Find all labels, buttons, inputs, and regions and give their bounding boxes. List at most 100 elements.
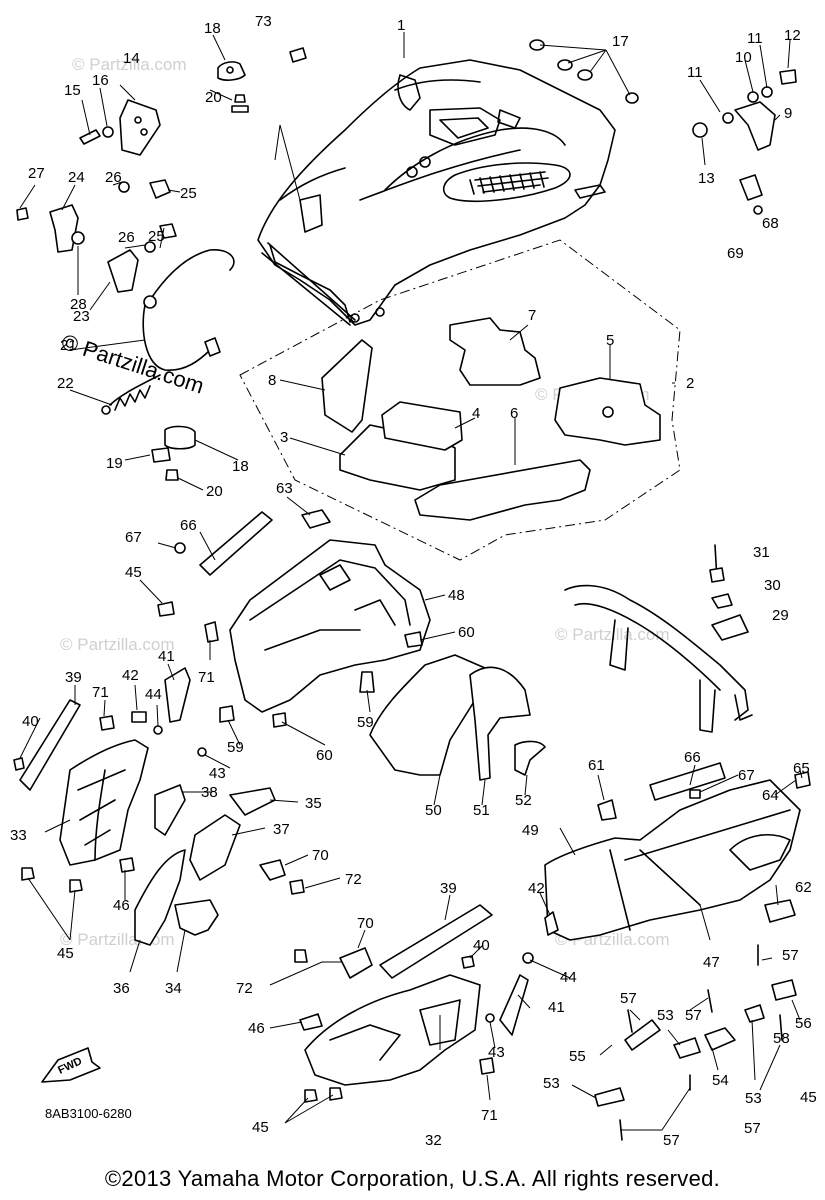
callout-label: 22: [57, 375, 74, 392]
callout-label: 60: [316, 747, 333, 764]
callout-label: 45: [252, 1119, 269, 1136]
callout-label: 30: [764, 577, 781, 594]
diagram-part-code: 8AB3100-6280: [45, 1106, 132, 1121]
callout-label: 10: [735, 49, 752, 66]
callout-label: 38: [201, 784, 218, 801]
callout-label: 41: [158, 648, 175, 665]
callout-label: 59: [227, 739, 244, 756]
callout-label: 55: [569, 1048, 586, 1065]
bar-66: [199, 511, 273, 576]
callout-label: 70: [357, 915, 374, 932]
callout-label: 37: [273, 821, 290, 838]
callout-label: 57: [782, 947, 799, 964]
callout-label: 46: [248, 1020, 265, 1037]
callout-label: 28: [70, 296, 87, 313]
callout-label: 26: [118, 229, 135, 246]
callout-label: 53: [657, 1007, 674, 1024]
callout-label: 62: [795, 879, 812, 896]
callout-label: 59: [357, 714, 374, 731]
callout-label: 45: [57, 945, 74, 962]
callout-label: 68: [762, 215, 779, 232]
callout-label: 13: [698, 170, 715, 187]
callout-label: 17: [612, 33, 629, 50]
callout-label: 57: [620, 990, 637, 1007]
callout-label: 57: [663, 1132, 680, 1149]
callout-label: 36: [113, 980, 130, 997]
handlebar-frame: [564, 544, 753, 733]
callout-label: 26: [105, 169, 122, 186]
callout-label: 39: [440, 880, 457, 897]
hood-bracket-top: [217, 61, 249, 113]
callout-label: 3: [280, 429, 288, 446]
callout-label: 29: [772, 607, 789, 624]
hardware-53-58: [594, 944, 797, 1141]
watermark-text: © Partzilla.com: [555, 625, 670, 644]
decal: [289, 47, 307, 63]
side-panels-50-51-52: [369, 654, 546, 781]
callout-label: 65: [793, 760, 810, 777]
callout-label: 40: [473, 937, 490, 954]
callout-label: 25: [180, 185, 197, 202]
lower-panel-48: [229, 539, 431, 713]
callout-label: 60: [458, 624, 475, 641]
callout-label: 46: [113, 897, 130, 914]
callout-label: 72: [236, 980, 253, 997]
callout-label: 67: [738, 767, 755, 784]
copyright-notice: ©2013 Yamaha Motor Corporation, U.S.A. A…: [104, 1166, 721, 1191]
callout-label: 11: [687, 64, 703, 81]
callout-label: 52: [515, 792, 532, 809]
callout-label: 73: [255, 13, 272, 30]
callout-label: 15: [64, 82, 81, 99]
callout-label: 51: [473, 802, 490, 819]
callout-label: 57: [744, 1120, 761, 1137]
callout-label: 66: [684, 749, 701, 766]
callout-label: 18: [232, 458, 249, 475]
callout-label: 5: [606, 332, 614, 349]
callout-label: 57: [685, 1007, 702, 1024]
callout-label: 42: [528, 880, 545, 897]
callout-label: 42: [122, 667, 139, 684]
callout-label: 33: [10, 827, 27, 844]
callout-label: 50: [425, 802, 442, 819]
callout-label: 43: [209, 765, 226, 782]
callout-label: 70: [312, 847, 329, 864]
callout-label: 45: [125, 564, 142, 581]
callout-label: 8: [268, 372, 276, 389]
hood-linkage: [692, 69, 797, 215]
callout-label: 34: [165, 980, 182, 997]
callout-label: 11: [747, 30, 763, 47]
lower-fairing-32: [294, 904, 559, 1103]
callout-label: 1: [397, 17, 405, 34]
callout-label: 67: [125, 529, 142, 546]
callout-label: 40: [22, 713, 39, 730]
forward-arrow: FWD: [41, 1047, 101, 1083]
callout-label: 39: [65, 669, 82, 686]
callout-label: 64: [762, 787, 779, 804]
callout-label: 21: [60, 337, 77, 354]
callout-label: 19: [106, 455, 123, 472]
callout-label: 53: [543, 1075, 560, 1092]
insulation-kit: [321, 317, 661, 521]
callout-label: 6: [510, 405, 518, 422]
latch-bracket: [79, 99, 161, 156]
callout-label: 54: [712, 1072, 729, 1089]
callout-label: 44: [560, 969, 577, 986]
callout-label: 20: [206, 483, 223, 500]
watermark-main: © Partzilla.com: [58, 329, 207, 399]
callout-label: 49: [522, 822, 539, 839]
callout-label: 48: [448, 587, 465, 604]
callout-label: 71: [198, 669, 215, 686]
callout-label: 56: [795, 1015, 812, 1032]
callout-label: 35: [305, 795, 322, 812]
callout-label: 47: [703, 954, 720, 971]
left-fairing: [13, 667, 305, 946]
callout-label: 61: [588, 757, 605, 774]
callout-label: 23: [73, 308, 90, 325]
callout-label: 2: [686, 375, 694, 392]
callout-label: 16: [92, 72, 109, 89]
callout-label: 12: [784, 27, 801, 44]
callout-label: 9: [784, 105, 792, 122]
callout-label: 24: [68, 169, 85, 186]
callout-label: 7: [528, 307, 536, 324]
